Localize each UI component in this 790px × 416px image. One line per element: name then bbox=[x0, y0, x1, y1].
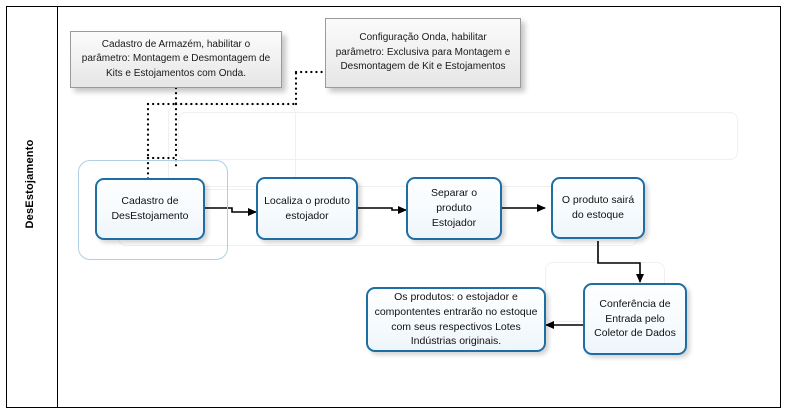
step-produtos-entrarao[interactable]: Os produtos: o estojador e compontentes … bbox=[366, 287, 546, 352]
step-conferencia-entrada[interactable]: Conferência de Entrada pelo Coletor de D… bbox=[583, 283, 687, 355]
note-configuracao-onda[interactable]: Configuração Onda, habilitar parâmetro: … bbox=[325, 18, 521, 88]
step-produto-saira-estoque[interactable]: O produto sairá do estoque bbox=[551, 177, 645, 239]
group-frame-cadastro bbox=[78, 160, 228, 260]
lane-label-desestojamento: DesEstojamento bbox=[24, 139, 36, 229]
lane-divider bbox=[57, 7, 58, 408]
step-cadastro-desestojamento[interactable]: Cadastro de DesEstojamento bbox=[95, 178, 205, 240]
ghost-shape-2 bbox=[178, 112, 738, 160]
step-localiza-produto[interactable]: Localiza o produto estojador bbox=[256, 177, 358, 240]
note-cadastro-armazem[interactable]: Cadastro de Armazém, habilitar o parâmet… bbox=[70, 31, 282, 88]
step-separar-produto[interactable]: Separar o produto Estojador bbox=[406, 177, 502, 240]
